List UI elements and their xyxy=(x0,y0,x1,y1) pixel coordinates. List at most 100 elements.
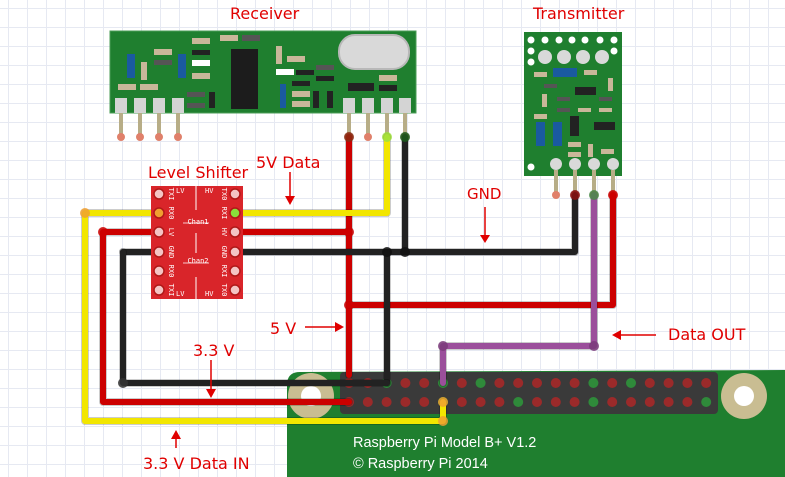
receiver-pin-pad xyxy=(134,98,146,113)
gpio-pin xyxy=(682,397,693,407)
level-shifter-pin xyxy=(153,188,165,200)
wire-5v-data-outline xyxy=(229,133,391,217)
chan2-label: Chan2 xyxy=(187,257,208,265)
receiver-pin-pad xyxy=(399,98,411,113)
receiver-pin-leg xyxy=(403,113,407,137)
arrow-right-icon xyxy=(305,322,344,332)
level-shifter-pin-label: GND xyxy=(220,246,228,259)
receiver-pin-end xyxy=(155,133,163,141)
level-shifter-pin-label: TX0 xyxy=(220,188,228,201)
wire-junction xyxy=(438,416,448,426)
wire-junction xyxy=(400,132,410,142)
wire-junction xyxy=(382,247,392,257)
chan1-label: Chan1 xyxy=(187,218,208,226)
arrow-down-icon xyxy=(285,172,295,205)
level-shifter-pin-label: HV xyxy=(220,228,228,237)
gpio-pin xyxy=(701,397,712,407)
transmitter-pin-pad xyxy=(588,158,600,170)
three-three-v-data-in-label: 3.3 V Data IN xyxy=(143,454,250,473)
transmitter-pin-pad xyxy=(607,158,619,170)
gpio-pin xyxy=(381,397,392,407)
wire-junction xyxy=(589,341,599,351)
raspberry-pi-board: Raspberry Pi Model B+ V1.2 © Raspberry P… xyxy=(287,370,785,477)
receiver-label: Receiver xyxy=(230,4,300,23)
gpio-pin xyxy=(626,378,636,388)
wire-junction xyxy=(344,227,354,237)
receiver-pin-leg xyxy=(366,113,370,137)
gpio-pin xyxy=(475,397,486,407)
level-shifter-pin xyxy=(153,284,165,296)
wire-data-out xyxy=(440,192,597,386)
gpio-pin xyxy=(456,378,467,388)
gpio-pin xyxy=(494,397,505,407)
arrow-down-icon xyxy=(206,360,216,398)
wire-junction xyxy=(344,300,354,310)
wire-junction xyxy=(382,132,392,142)
receiver-pin-leg xyxy=(119,113,123,137)
arrow-up-icon xyxy=(171,430,181,448)
level-shifter-pin-label: RX0 xyxy=(167,265,175,278)
gpio-pin xyxy=(513,378,524,388)
transmitter-pin-leg xyxy=(573,170,577,194)
transmitter-pin-pad xyxy=(550,158,562,170)
receiver-pin-pad xyxy=(153,98,165,113)
hv-label-top: HV xyxy=(205,187,214,195)
five-v-label: 5 V xyxy=(270,319,296,338)
receiver-pin-leg xyxy=(176,113,180,137)
gpio-pin xyxy=(362,397,373,407)
gpio-pin xyxy=(532,397,542,407)
receiver-pin-pad xyxy=(381,98,393,113)
gpio-pin xyxy=(550,378,561,388)
level-shifter-pin xyxy=(153,226,165,238)
receiver-pin-end xyxy=(364,133,372,141)
receiver-pin-leg xyxy=(138,113,142,137)
level-shifter-pin xyxy=(153,246,165,258)
transmitter-pin-leg xyxy=(554,170,558,194)
gpio-pin xyxy=(607,397,618,407)
gpio-pin xyxy=(607,378,618,388)
transmitter-pin-pad xyxy=(569,158,581,170)
wire-junction xyxy=(344,132,354,142)
annotations: Level Shifter 5V Data GND 5 V 3.3 V Data… xyxy=(143,153,746,473)
level-shifter-pin xyxy=(229,226,241,238)
gpio-header xyxy=(340,372,718,414)
transmitter-pin-leg xyxy=(592,170,596,194)
wire-junction xyxy=(589,190,599,200)
wire-junction xyxy=(98,227,108,237)
data-out-label: Data OUT xyxy=(668,325,746,344)
gpio-pin xyxy=(644,397,655,407)
gpio-pin xyxy=(663,397,674,407)
arrow-down-icon xyxy=(480,207,490,243)
wire-5v-transmitter xyxy=(346,192,616,308)
receiver-pin-end xyxy=(174,133,182,141)
pi-copyright-text: © Raspberry Pi 2014 xyxy=(353,456,488,472)
gpio-pin xyxy=(682,378,693,388)
level-shifter-pin-label: TXI xyxy=(167,188,175,201)
level-shifter-pin-label: LV xyxy=(167,228,175,237)
receiver-pin-pad xyxy=(362,98,374,113)
receiver-pin-leg xyxy=(347,113,351,137)
arrow-left-icon xyxy=(612,330,656,340)
wire-gnd-transmitter xyxy=(234,192,578,255)
wire-3v3-data-in xyxy=(82,210,446,424)
transmitter-module xyxy=(524,32,622,199)
receiver-pin-end xyxy=(117,133,125,141)
transmitter-pin-leg xyxy=(611,170,615,194)
level-shifter-pin-label: GND xyxy=(167,246,175,259)
level-shifter-pin-label: TX0 xyxy=(220,284,228,297)
receiver-pin-end xyxy=(136,133,144,141)
receiver-pin-pad xyxy=(343,98,355,113)
level-shifter-pin-label: RXI xyxy=(220,207,228,220)
gpio-pin xyxy=(550,397,561,407)
wire-5v-data xyxy=(230,134,390,216)
gpio-pin xyxy=(588,378,599,388)
receiver-pin-leg xyxy=(157,113,161,137)
receiver-pin-leg xyxy=(385,113,389,137)
wire-junction xyxy=(438,341,448,351)
three-three-v-label: 3.3 V xyxy=(193,341,235,360)
level-shifter-pin xyxy=(229,188,241,200)
gpio-pin xyxy=(588,397,599,407)
